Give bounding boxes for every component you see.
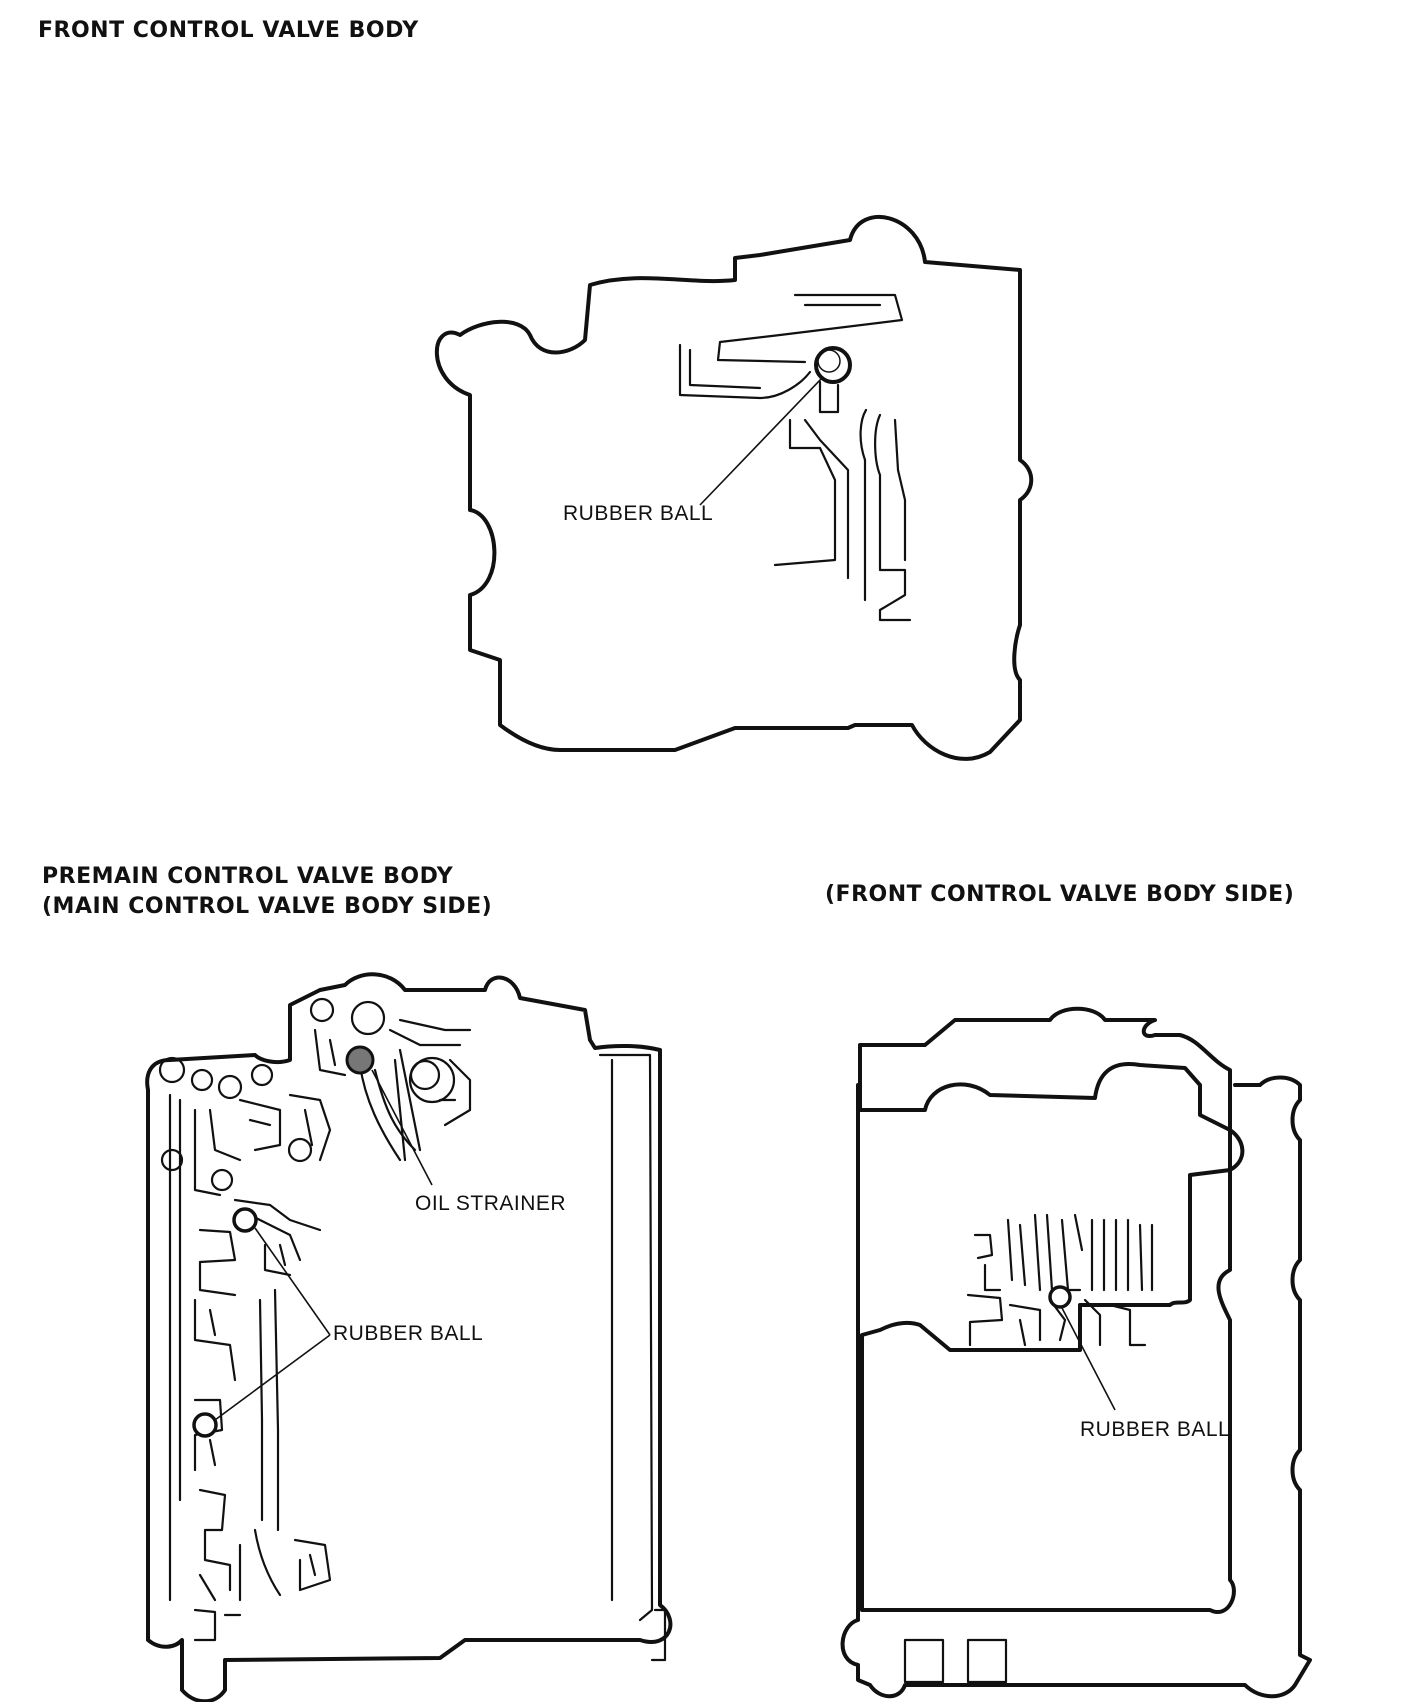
front-side-rubber-ball xyxy=(1048,1285,1072,1309)
front-side-oil-passages xyxy=(966,1213,1154,1347)
premain-rubber-ball-lower xyxy=(192,1412,218,1438)
oil-strainer-label: OIL STRAINER xyxy=(415,1192,567,1215)
premain-title-line2: (MAIN CONTROL VALVE BODY SIDE) xyxy=(42,894,493,919)
front-side-lower-body xyxy=(840,1075,1312,1699)
oil-strainer-leader xyxy=(371,1069,433,1186)
premain-rubber-ball-upper xyxy=(232,1207,258,1233)
front-side-bottom-tabs xyxy=(903,1638,1008,1684)
premain-valve-body-diagram xyxy=(145,972,673,1702)
premain-ball-leader-upper xyxy=(254,1227,331,1336)
front-side-rubber-ball-label: RUBBER BALL xyxy=(1080,1418,1231,1441)
front-rubber-ball xyxy=(814,346,852,384)
front-valve-body-outline xyxy=(434,214,1034,761)
front-oil-passages xyxy=(678,293,912,622)
front-ball-leader xyxy=(699,377,823,506)
front-side-valve-body-diagram xyxy=(840,1006,1312,1699)
premain-ball-leader-lower xyxy=(214,1334,331,1421)
front-ball-inner-shadow xyxy=(817,349,841,373)
premain-oil-passages xyxy=(158,997,472,1642)
front-valve-body-title: FRONT CONTROL VALVE BODY xyxy=(38,18,419,43)
premain-valve-body-outline xyxy=(145,972,673,1702)
front-valve-body-diagram xyxy=(434,214,1034,761)
front-side-valve-body-outline xyxy=(858,1006,1245,1614)
front-rubber-ball-label: RUBBER BALL xyxy=(563,502,714,525)
front-side-title: (FRONT CONTROL VALVE BODY SIDE) xyxy=(825,882,1295,907)
premain-valve-body-title: PREMAIN CONTROL VALVE BODY (MAIN CONTROL… xyxy=(42,862,492,922)
oil-strainer xyxy=(345,1045,375,1075)
premain-title-line1: PREMAIN CONTROL VALVE BODY xyxy=(42,864,454,889)
premain-side-rail xyxy=(598,1053,667,1662)
front-side-ball-leader xyxy=(1061,1307,1116,1411)
premain-rubber-ball-label: RUBBER BALL xyxy=(333,1322,484,1345)
